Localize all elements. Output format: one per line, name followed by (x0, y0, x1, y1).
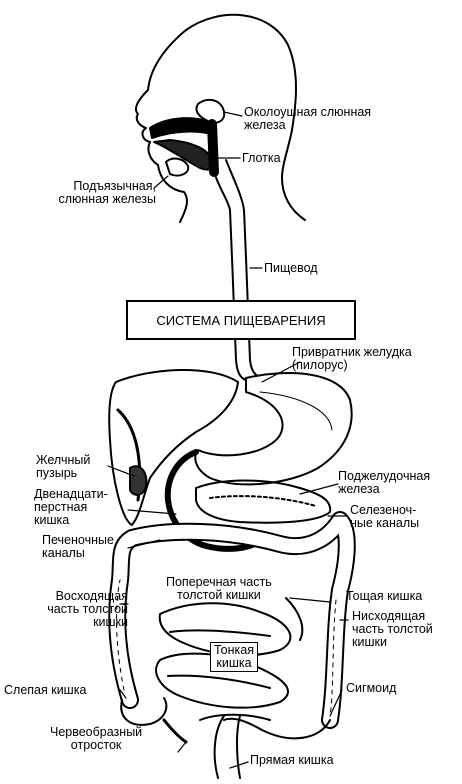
label-gallbladder: Желчный пузырь (36, 453, 91, 480)
label-small-intestine: Тонкая кишка (210, 642, 258, 672)
parotid-gland (195, 98, 226, 124)
label-appendix: Червеобразный отросток (50, 725, 143, 752)
pancreas-shape (195, 479, 332, 524)
appendix-shape (162, 718, 188, 744)
oral-cavity (149, 117, 215, 139)
label-cecum: Слепая кишка (4, 683, 87, 697)
label-sublingual-gland: Подъязычная, слюнная железы (58, 179, 156, 206)
label-sigmoid: Сигмоид (346, 681, 397, 695)
label-splenic-ducts: Селезеноч- ные каналы (350, 503, 420, 530)
label-esophagus: Пищевод (264, 261, 318, 275)
label-ascending-colon: Восходящая часть толстой кишки (47, 589, 128, 629)
sublingual-gland (165, 157, 190, 177)
head-outline (185, 13, 306, 221)
label-jejunum: Тощая кишка (346, 589, 423, 603)
label-pancreas: Поджелудочная железа (338, 469, 431, 496)
sigmoid (223, 717, 331, 740)
liver (108, 369, 239, 526)
leader-lines (107, 111, 349, 769)
label-parotid-gland: Околоушная слюнная железа (244, 105, 372, 132)
face-outline (134, 29, 188, 223)
gallbladder-shape (129, 465, 148, 496)
esophagus (229, 209, 247, 381)
diagram-title: СИСТЕМА ПИЩЕВАРЕНИЯ (126, 300, 356, 340)
label-pylorus: Привратник желудка (пилорус) (292, 345, 412, 372)
label-transverse-colon: Поперечная часть толстой кишки (166, 575, 272, 602)
rectum (213, 715, 241, 779)
label-pharynx: Глотка (242, 151, 281, 165)
label-duodenum: Двенадцати- перстная кишка (34, 487, 108, 527)
pharynx (207, 119, 219, 177)
label-descending-colon: Нисходящая часть толстой кишки (352, 609, 433, 649)
label-rectum: Прямая кишка (250, 753, 334, 767)
label-hepatic-ducts: Печеночные каналы (42, 533, 114, 560)
tongue (153, 139, 214, 171)
cecum-shape (120, 697, 168, 726)
